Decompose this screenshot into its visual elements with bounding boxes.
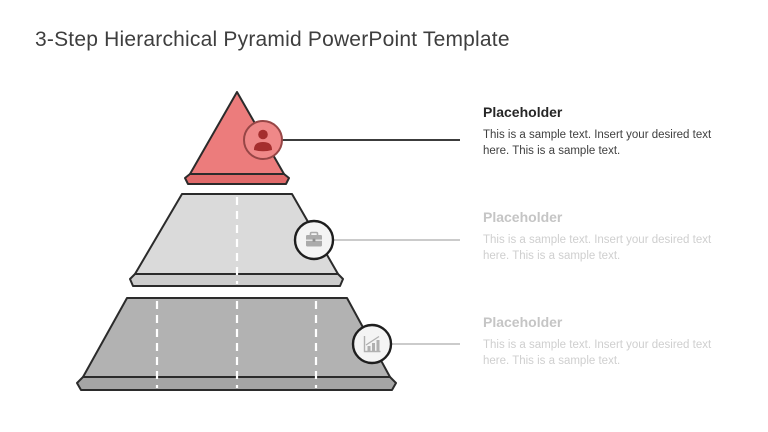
briefcase-icon: [306, 231, 322, 247]
pyramid-tier-2: [129, 193, 344, 287]
bar-chart-icon: [363, 335, 381, 353]
briefcase-icon-latch: [312, 238, 316, 242]
person-icon-body: [254, 142, 272, 152]
step-1-description: This is a sample text. Insert your desir…: [483, 129, 712, 157]
step-2-label: Placeholder: [483, 209, 563, 225]
person-icon-head: [258, 129, 268, 140]
bar-chart-icon-trend-line: [365, 335, 380, 346]
step-3-text-block: Placeholder This is a sample text. Inser…: [483, 314, 727, 369]
step-2-text-block: Placeholder This is a sample text. Inser…: [483, 209, 727, 264]
step-1-label: Placeholder: [483, 104, 563, 120]
bar-chart-icon-axes: [363, 336, 381, 353]
step-1-circle: [243, 120, 283, 160]
step-2-badge: [293, 219, 335, 261]
step-3-label: Placeholder: [483, 314, 563, 330]
step-2-description: This is a sample text. Insert your desir…: [483, 234, 712, 262]
step-3-badge: [351, 323, 393, 365]
slide-title: 3-Step Hierarchical Pyramid PowerPoint T…: [35, 28, 510, 51]
bar-chart-icon-bar-1: [367, 346, 371, 352]
step-3-description: This is a sample text. Insert your desir…: [483, 339, 712, 367]
tier-2-face: [134, 193, 339, 275]
tier-2-shadow: [129, 273, 344, 287]
pyramid-tier-3: [76, 297, 397, 391]
person-icon: [254, 129, 272, 152]
bar-chart-icon-bar-3: [376, 340, 380, 352]
tier-1-shadow: [184, 173, 290, 185]
bar-chart-icon-bar-2: [372, 343, 375, 352]
step-1-badge: [243, 120, 283, 160]
step-1-text-block: Placeholder This is a sample text. Inser…: [483, 104, 727, 159]
tier-3-face: [82, 297, 391, 378]
